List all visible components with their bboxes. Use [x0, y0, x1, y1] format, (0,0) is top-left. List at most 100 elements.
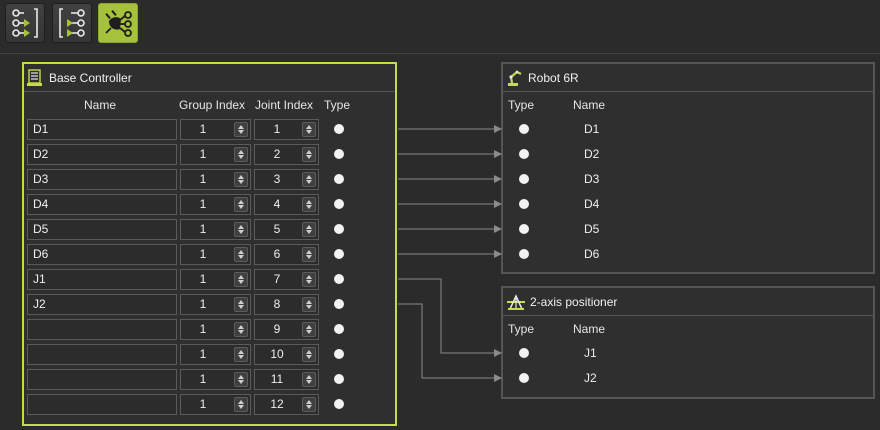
spinner-arrows-icon[interactable]	[302, 297, 316, 312]
spinner-arrows-icon[interactable]	[302, 247, 316, 262]
channel-name-field[interactable]: D6	[27, 244, 177, 265]
output-port-dot[interactable]	[334, 199, 344, 209]
auto-connect-icon	[105, 10, 132, 37]
joint-index-spinner[interactable]: 2	[254, 144, 319, 165]
channel-name-field[interactable]: J2	[27, 294, 177, 315]
output-port-dot[interactable]	[334, 299, 344, 309]
joint-index-spinner[interactable]: 6	[254, 244, 319, 265]
joint-index-spinner[interactable]: 7	[254, 269, 319, 290]
channel-name-field[interactable]: D5	[27, 219, 177, 240]
spinner-arrows-icon[interactable]	[234, 222, 248, 237]
input-port-dot[interactable]	[519, 149, 529, 159]
spinner-arrows-icon[interactable]	[234, 372, 248, 387]
channel-name-field[interactable]: D4	[27, 194, 177, 215]
output-port-dot[interactable]	[334, 349, 344, 359]
axis-name: D3	[584, 172, 600, 186]
joint-index-spinner[interactable]: 4	[254, 194, 319, 215]
channel-name-field[interactable]: D2	[27, 144, 177, 165]
input-port-dot[interactable]	[519, 199, 529, 209]
spinner-arrows-icon[interactable]	[302, 372, 316, 387]
spinner-arrows-icon[interactable]	[302, 272, 316, 287]
spinner-arrows-icon[interactable]	[234, 197, 248, 212]
axis-row: J2	[503, 368, 873, 389]
input-port-dot[interactable]	[519, 348, 529, 358]
channel-name-field[interactable]	[27, 344, 177, 365]
channel-name-field[interactable]	[27, 369, 177, 390]
group-index-spinner[interactable]: 1	[180, 169, 251, 190]
channel-row: D4 1 4	[24, 194, 395, 215]
input-port-dot[interactable]	[519, 224, 529, 234]
channel-name-field[interactable]	[27, 319, 177, 340]
output-port-dot[interactable]	[334, 174, 344, 184]
group-index-spinner[interactable]: 1	[180, 119, 251, 140]
spinner-arrows-icon[interactable]	[234, 247, 248, 262]
spinner-arrows-icon[interactable]	[234, 122, 248, 137]
joint-index-spinner[interactable]: 3	[254, 169, 319, 190]
output-port-dot[interactable]	[334, 274, 344, 284]
spinner-arrows-icon[interactable]	[302, 222, 316, 237]
output-port-dot[interactable]	[334, 224, 344, 234]
group-index-spinner[interactable]: 1	[180, 144, 251, 165]
joint-index-spinner[interactable]: 9	[254, 319, 319, 340]
joint-index-spinner[interactable]: 5	[254, 219, 319, 240]
output-port-dot[interactable]	[334, 399, 344, 409]
group-index-spinner[interactable]: 1	[180, 269, 251, 290]
channel-name-field[interactable]	[27, 394, 177, 415]
spinner-arrows-icon[interactable]	[234, 147, 248, 162]
spinner-arrows-icon[interactable]	[302, 322, 316, 337]
spinner-arrows-icon[interactable]	[302, 197, 316, 212]
auto-connect-button[interactable]	[98, 3, 138, 43]
output-port-dot[interactable]	[334, 149, 344, 159]
joint-index-value: 12	[270, 397, 284, 411]
input-port-dot[interactable]	[519, 373, 529, 383]
group-index-spinner[interactable]: 1	[180, 394, 251, 415]
input-port-dot[interactable]	[519, 249, 529, 259]
joint-index-value: 1	[273, 122, 281, 136]
panel-title: Base Controller	[49, 70, 132, 85]
output-port-dot[interactable]	[334, 324, 344, 334]
joint-index-spinner[interactable]: 1	[254, 119, 319, 140]
output-port-dot[interactable]	[334, 249, 344, 259]
joint-index-spinner[interactable]: 11	[254, 369, 319, 390]
joint-index-value: 10	[270, 347, 284, 361]
output-port-dot[interactable]	[334, 374, 344, 384]
joint-index-spinner[interactable]: 12	[254, 394, 319, 415]
output-port-dot[interactable]	[334, 124, 344, 134]
group-index-spinner[interactable]: 1	[180, 369, 251, 390]
group-index-spinner[interactable]: 1	[180, 244, 251, 265]
spinner-arrows-icon[interactable]	[234, 347, 248, 362]
group-index-spinner[interactable]: 1	[180, 194, 251, 215]
axis-name: D6	[584, 247, 600, 261]
joint-index-spinner[interactable]: 10	[254, 344, 319, 365]
group-index-spinner[interactable]: 1	[180, 319, 251, 340]
spinner-arrows-icon[interactable]	[302, 147, 316, 162]
input-port-dot[interactable]	[519, 124, 529, 134]
axis-row: J1	[503, 343, 873, 364]
tree-forward-button[interactable]	[5, 3, 45, 43]
channel-name-field[interactable]: D1	[27, 119, 177, 140]
tree-reverse-button[interactable]	[52, 3, 92, 43]
group-index-spinner[interactable]: 1	[180, 219, 251, 240]
channel-name-field[interactable]: D3	[27, 169, 177, 190]
spinner-arrows-icon[interactable]	[302, 347, 316, 362]
spinner-arrows-icon[interactable]	[302, 122, 316, 137]
spinner-arrows-icon[interactable]	[234, 297, 248, 312]
input-port-dot[interactable]	[519, 174, 529, 184]
spinner-arrows-icon[interactable]	[234, 397, 248, 412]
spinner-arrows-icon[interactable]	[302, 172, 316, 187]
spinner-arrows-icon[interactable]	[234, 172, 248, 187]
spinner-arrows-icon[interactable]	[302, 397, 316, 412]
column-header-type: Type	[508, 322, 535, 336]
group-index-spinner[interactable]: 1	[180, 344, 251, 365]
joint-index-spinner[interactable]: 8	[254, 294, 319, 315]
channel-name-field[interactable]: J1	[27, 269, 177, 290]
group-index-spinner[interactable]: 1	[180, 294, 251, 315]
positioner-icon	[507, 293, 525, 310]
spinner-arrows-icon[interactable]	[234, 322, 248, 337]
base-controller-panel[interactable]: Base Controller Name Group Index Joint I…	[22, 62, 397, 426]
spinner-arrows-icon[interactable]	[234, 272, 248, 287]
group-index-value: 1	[199, 197, 207, 211]
